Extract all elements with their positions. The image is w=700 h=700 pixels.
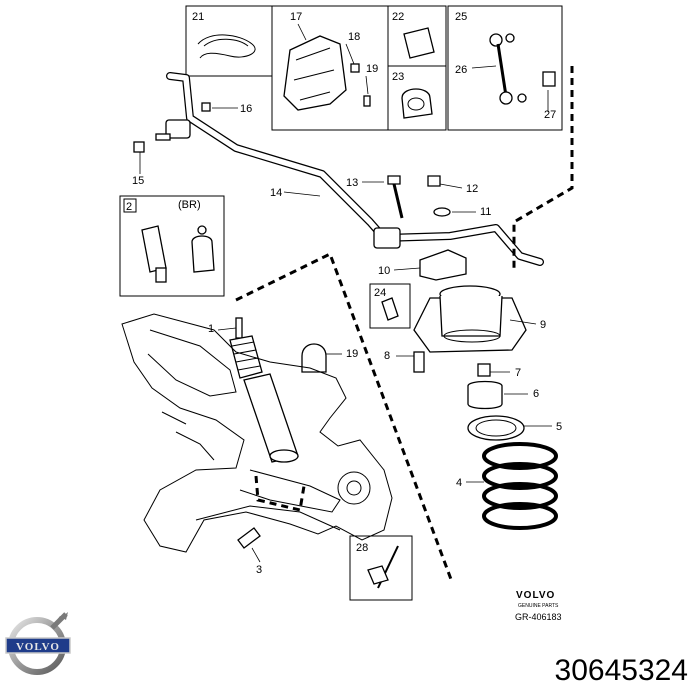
callout-15: 15 [132, 175, 144, 187]
inset-21: 21 [185, 5, 273, 77]
inset-17-18-19: 17 18 19 [271, 5, 389, 131]
logo-wordmark: VOLVO [16, 641, 60, 653]
dashed-guide-wheel [254, 475, 306, 512]
stabilizer-bar [155, 72, 544, 266]
callout-4: 4 [456, 477, 462, 489]
callout-11: 11 [480, 206, 491, 218]
callout-9: 9 [540, 319, 546, 331]
callout-14: 14 [270, 187, 282, 199]
coil-spring [482, 442, 558, 530]
diagram-ref: GR-406183 [515, 612, 562, 622]
callout-18: 18 [348, 31, 360, 43]
callout-2: 2 [126, 201, 132, 213]
callout-3: 3 [256, 564, 262, 576]
volvo-logo: VOLVO [5, 612, 71, 675]
inset-25-26-27: 25 26 27 [447, 5, 563, 131]
callout-26: 26 [455, 64, 467, 76]
part-number: 30645324 [554, 654, 688, 687]
dashed-guide-right [512, 66, 574, 272]
inset-28: 28 [349, 535, 413, 601]
callout-13: 13 [346, 177, 358, 189]
callout-12: 12 [466, 183, 478, 195]
callout-28: 28 [356, 542, 368, 554]
brand-name: VOLVO [516, 590, 555, 601]
brand-block: VOLVO GENUINE PARTS GR-406183 [515, 590, 562, 622]
callout-7: 7 [515, 367, 521, 379]
callout-23: 23 [392, 71, 404, 83]
callout-22: 22 [392, 11, 404, 23]
subframe [121, 313, 393, 553]
callout-19: 19 [346, 348, 358, 360]
dashed-guide-left [235, 251, 454, 583]
callout-24: 24 [374, 287, 386, 299]
callout-21: 21 [192, 11, 204, 23]
shock-absorber [229, 317, 299, 463]
inset-variant-label: (BR) [178, 199, 201, 211]
callout-25: 25 [455, 11, 467, 23]
callout-16: 16 [240, 103, 252, 115]
callout-10: 10 [378, 265, 390, 277]
callout-8: 8 [384, 350, 390, 362]
inset-2-br: 2 (BR) [119, 195, 225, 297]
brand-sub: GENUINE PARTS [518, 603, 559, 609]
inset-22-23: 22 23 [387, 5, 447, 131]
callout-19-top: 19 [366, 63, 378, 75]
callout-5: 5 [556, 421, 562, 433]
callout-6: 6 [533, 388, 539, 400]
callout-17: 17 [290, 11, 302, 23]
strut-mount [413, 285, 527, 353]
callout-27: 27 [544, 109, 556, 121]
